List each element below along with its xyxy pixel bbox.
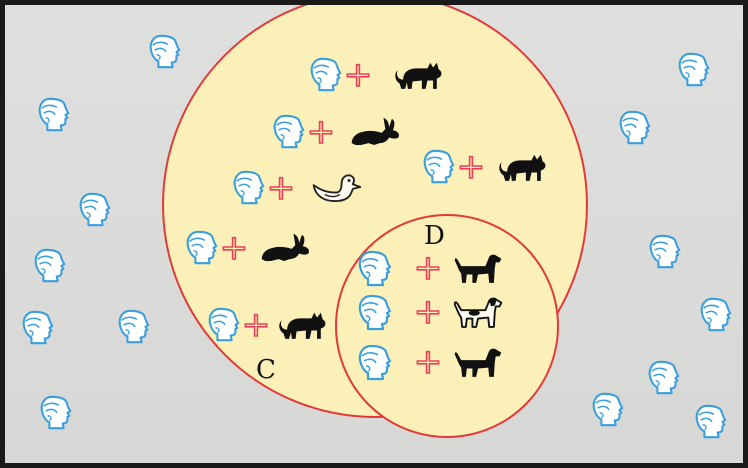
person-head-icon: [151, 36, 180, 67]
person-head-icon: [680, 54, 709, 85]
person-head-icon: [40, 99, 69, 130]
venn-diagram: C D ++++++ +++: [5, 5, 743, 463]
plus-symbol: +: [267, 168, 296, 208]
plus-symbol: +: [307, 112, 336, 152]
person-head-icon: [42, 397, 71, 428]
person-head-icon: [120, 311, 149, 342]
set-c-label: C: [256, 355, 276, 385]
plus-symbol: +: [220, 228, 249, 268]
person-head-icon: [81, 194, 110, 225]
person-head-icon: [36, 250, 65, 281]
set-d-label: D: [424, 221, 445, 251]
set-d-pairs: +++: [360, 248, 501, 382]
person-head-icon: [650, 362, 679, 393]
plus-symbol: +: [414, 248, 443, 288]
person-head-icon: [697, 406, 726, 437]
person-head-icon: [594, 394, 623, 425]
person-head-icon: [702, 299, 731, 330]
person-head-icon: [651, 236, 680, 267]
plus-symbol: +: [344, 55, 373, 95]
plus-symbol: +: [414, 292, 443, 332]
plus-symbol: +: [414, 342, 443, 382]
person-head-icon: [24, 312, 53, 343]
plus-symbol: +: [242, 305, 271, 345]
person-head-icon: [621, 112, 650, 143]
plus-symbol: +: [457, 147, 486, 187]
